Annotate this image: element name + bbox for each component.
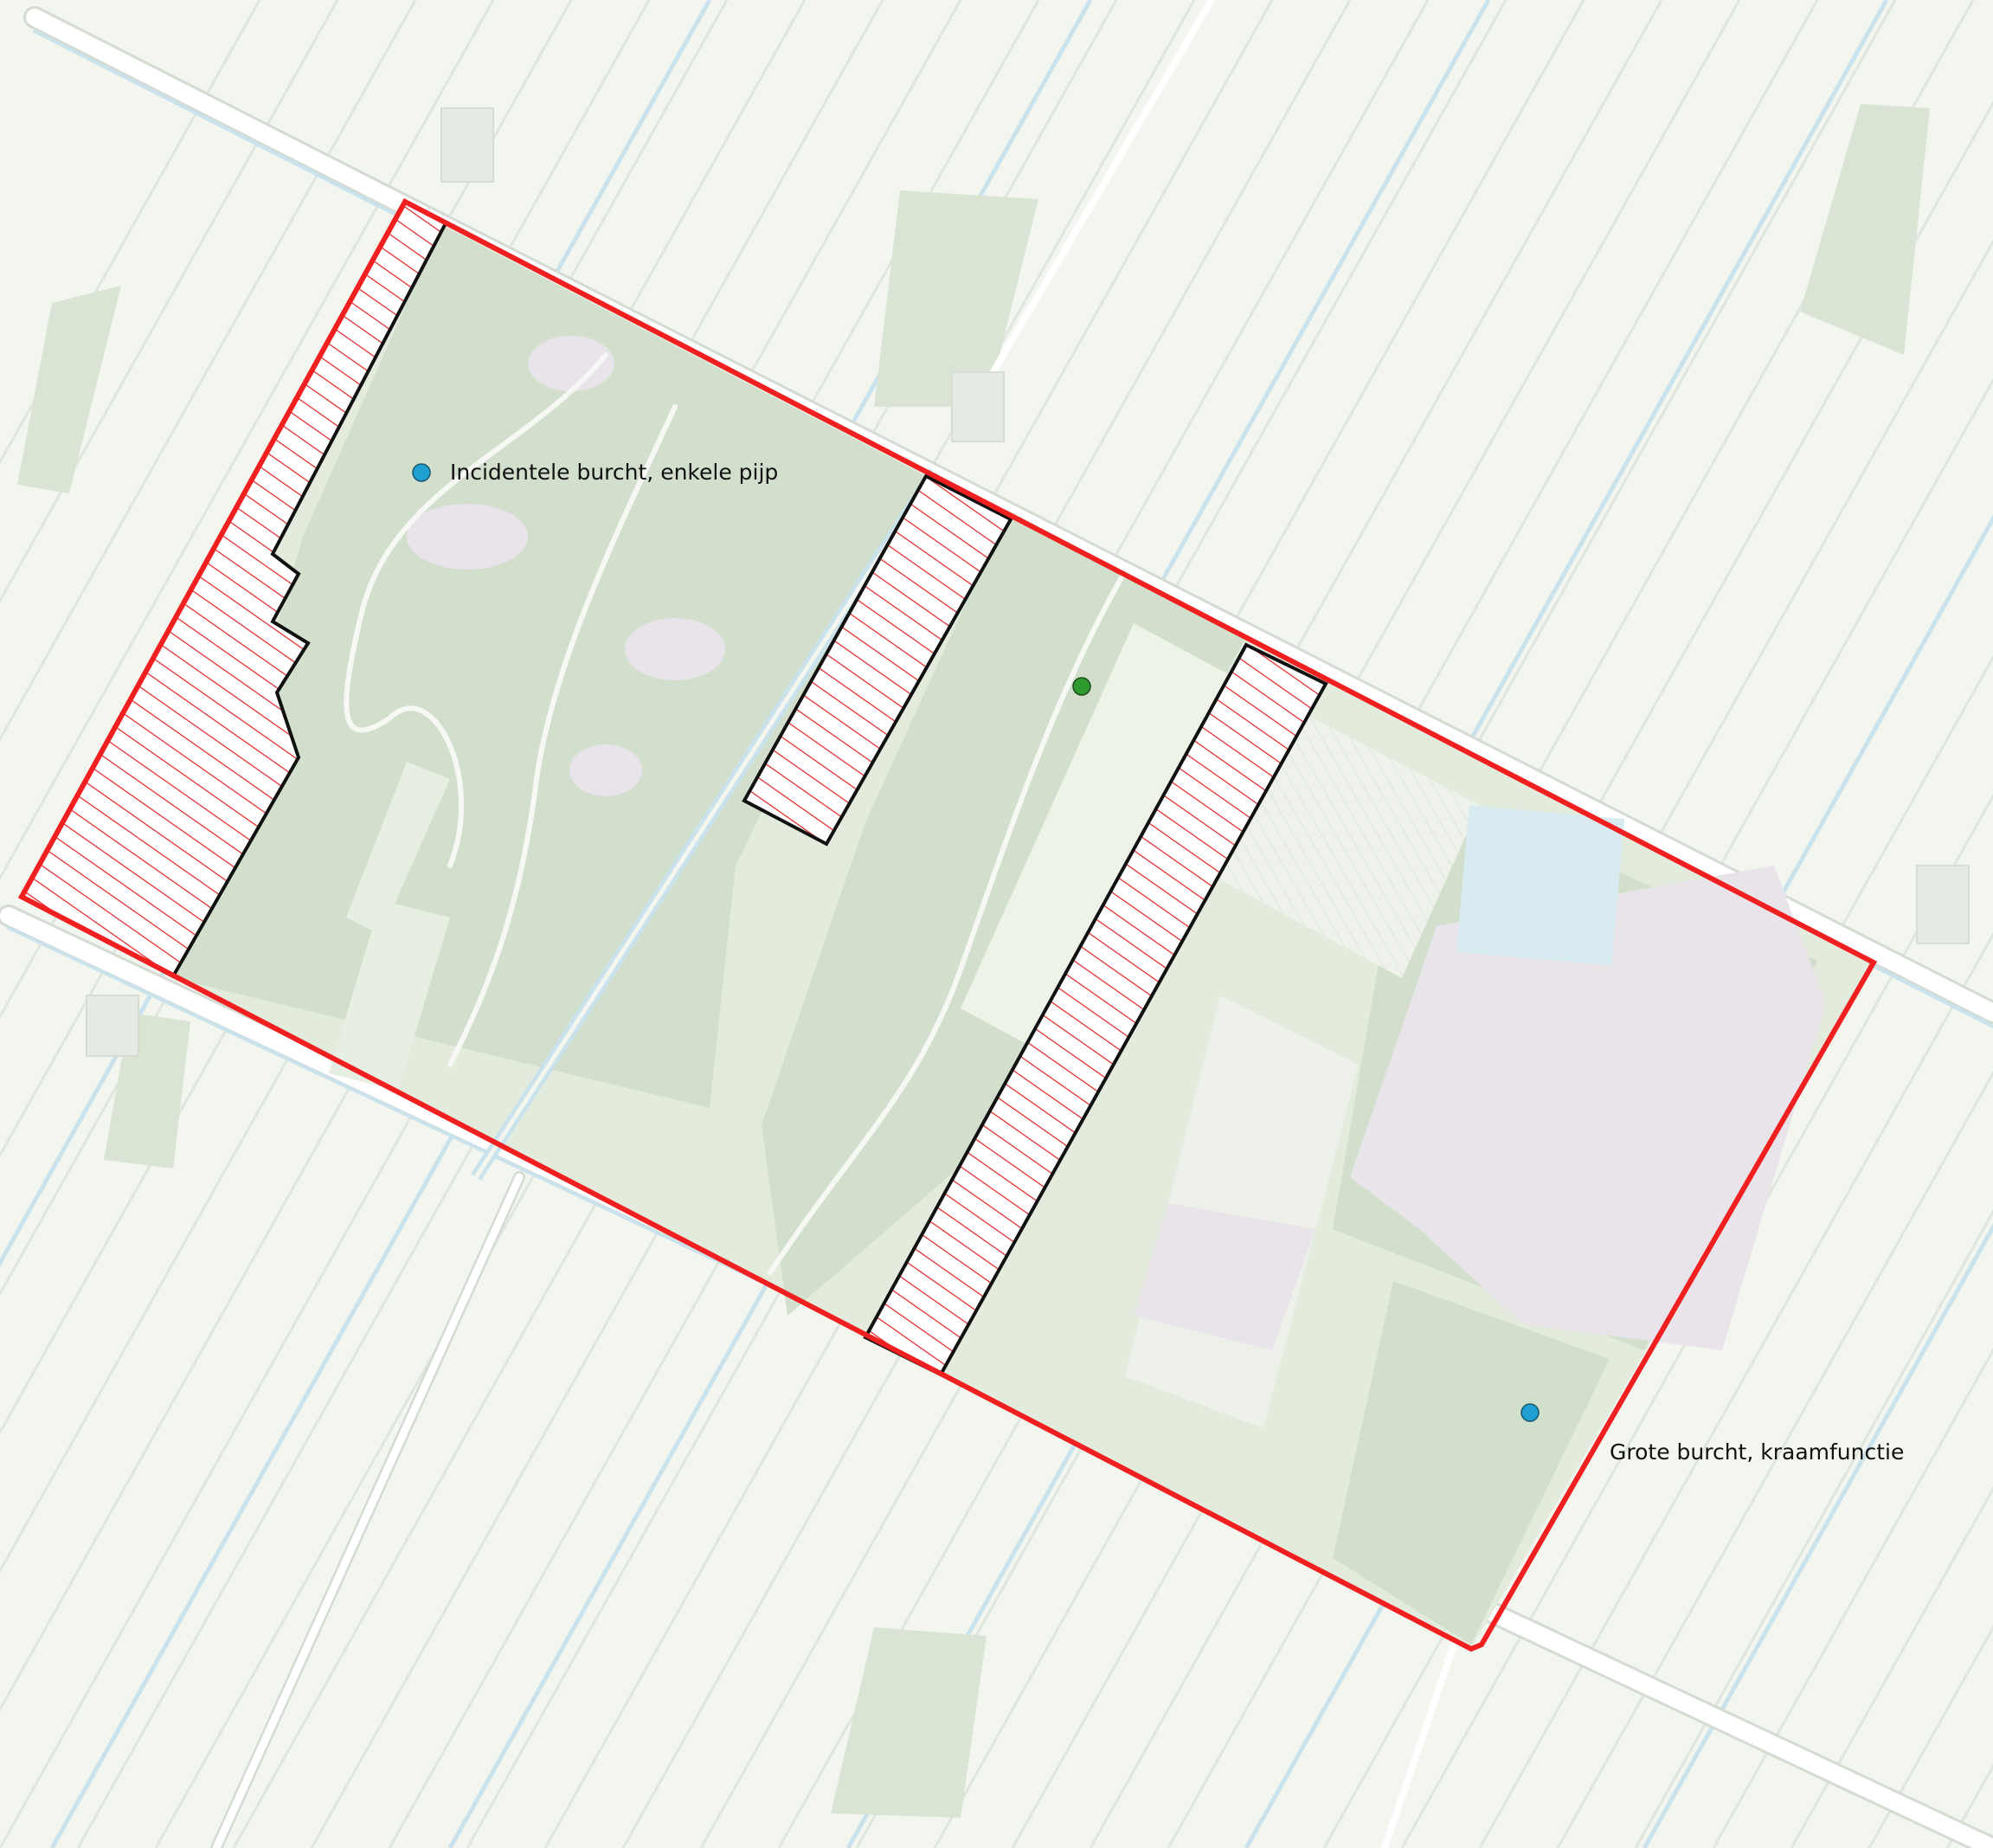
ditch-line [1642, 1222, 1993, 1848]
water-pond [1456, 805, 1625, 966]
parcel-line [0, 0, 417, 743]
parcel-line [1478, 931, 1993, 1848]
label-incidentele-burcht: Incidentele burcht, enkele pijp [450, 460, 778, 485]
markers [412, 463, 1540, 1422]
hatched-strips [19, 199, 1328, 1377]
study-area-boundary [17, 197, 1878, 1652]
parcel-line [1712, 1348, 1993, 1848]
inner-canal-edge [473, 470, 937, 1179]
parcel-line [1556, 1071, 1993, 1848]
parcel-line [1634, 1209, 1993, 1848]
marker-grote-burcht[interactable] [1520, 1403, 1540, 1422]
marker-green[interactable] [1072, 677, 1091, 696]
farm-yards [86, 107, 1970, 1057]
heath-areas [407, 336, 1826, 1350]
parcel-line [0, 0, 495, 881]
marker-incidentele-burcht[interactable] [412, 463, 431, 482]
hatched-strip-middle [742, 473, 1013, 847]
label-grote-burcht: Grote burcht, kraamfunctie [1610, 1439, 1904, 1465]
forest-tracks [344, 352, 1128, 1275]
parcel-line [0, 0, 339, 603]
parcel-line [1790, 1486, 1993, 1848]
